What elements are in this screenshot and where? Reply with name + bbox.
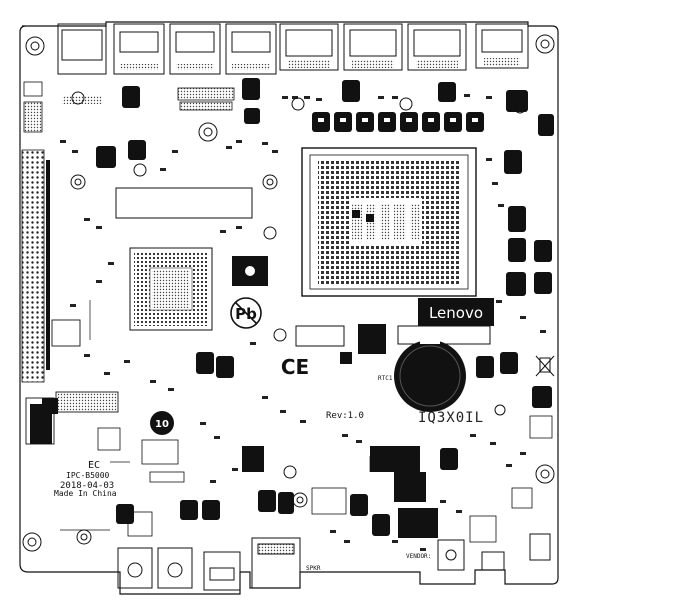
rtc-label: RTC1 — [378, 375, 393, 382]
card-slots — [25, 319, 119, 445]
origin-label: Made In China — [54, 489, 117, 498]
brand-logo: Lenovo — [418, 298, 494, 326]
rear-io-pins — [62, 58, 520, 104]
board-model: IQ3X0IL — [418, 410, 484, 426]
revision-label: Rev:1.0 — [326, 411, 364, 421]
rear-io-connectors — [57, 23, 529, 75]
ce-mark: CE — [281, 355, 309, 379]
manufacture-date: 2018-04-03 — [60, 481, 114, 491]
recycle-mark: 10 — [150, 411, 174, 435]
pb-free-mark: Pb — [230, 297, 262, 329]
pch-bga-chip — [129, 247, 213, 331]
electrolytic-capacitors — [71, 91, 526, 479]
bottom-usb-connector — [251, 537, 301, 589]
small-ic — [340, 324, 386, 364]
passive-components — [60, 94, 546, 551]
speaker-label: SPKR — [306, 565, 321, 572]
recycle-number: 10 — [155, 419, 169, 430]
left-header-connector — [21, 149, 50, 383]
ec-sub-label: IPC-B5000 — [66, 471, 110, 480]
inductor-marks — [318, 118, 478, 122]
ec-label: EC — [88, 460, 100, 471]
pb-mark-text: Pb — [235, 305, 257, 323]
small-ics — [23, 81, 553, 543]
vendor-connector — [437, 533, 551, 571]
weee-mark — [535, 355, 555, 377]
mounting-holes — [22, 34, 555, 552]
power-mosfets — [30, 398, 438, 538]
brand-logo-text: Lenovo — [429, 304, 483, 322]
black-pad-square — [232, 256, 268, 286]
audio-jacks — [117, 547, 241, 591]
silkscreen-lines — [60, 300, 371, 531]
rtc-battery — [394, 340, 466, 412]
cpu-socket — [301, 147, 477, 297]
vendor-label: VENDOR: — [406, 553, 431, 560]
